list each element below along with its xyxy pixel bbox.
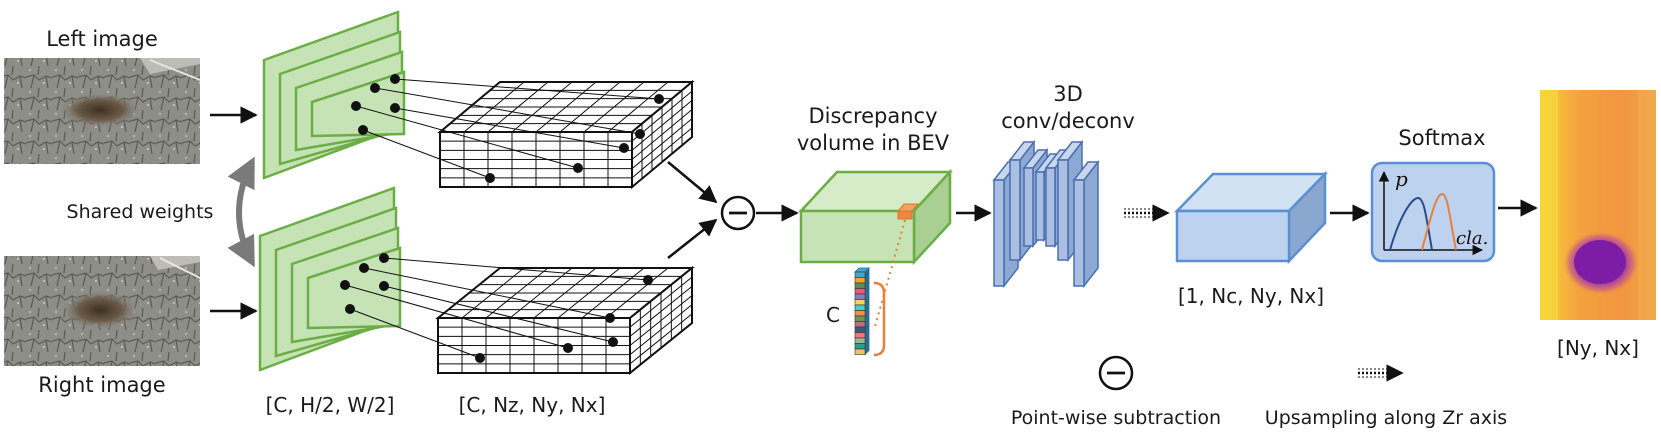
conv-title-line2: conv/deconv <box>1001 109 1135 133</box>
channel-cell <box>854 277 866 284</box>
feature-point <box>345 304 355 314</box>
discrepancy-volume <box>798 168 953 266</box>
channel-vector <box>854 267 870 356</box>
voxel-point <box>573 163 583 173</box>
channel-cell <box>854 321 866 328</box>
softmax-plot <box>1370 161 1496 263</box>
legend-upsample-arrow <box>1358 364 1404 382</box>
output-heatmap <box>1540 90 1656 320</box>
volume-dims-label: [C, Nz, Ny, Nx] <box>459 393 606 417</box>
channel-label: C <box>826 303 840 327</box>
subtraction-symbol <box>720 195 756 231</box>
channel-cell <box>854 332 866 339</box>
channel-cell <box>854 282 866 289</box>
voxel-point <box>608 337 618 347</box>
conv-layer-front <box>1009 159 1021 261</box>
voxel-point <box>643 275 653 285</box>
cost-volume-left <box>437 79 695 190</box>
cost-dims-label: [1, Nc, Ny, Nx] <box>1178 284 1324 308</box>
left-image <box>4 58 201 164</box>
projection-lines-left <box>351 74 664 183</box>
channel-cell <box>854 310 866 317</box>
channel-cell <box>854 299 866 306</box>
projection-line <box>349 308 481 359</box>
voxel-point <box>619 143 629 153</box>
channel-cell <box>854 326 866 333</box>
conv-layer-front <box>1023 167 1034 247</box>
feature-point <box>340 280 350 290</box>
projection-line <box>383 285 614 343</box>
legend-subtraction-label: Point-wise subtraction <box>1011 407 1221 429</box>
cost-volume <box>1174 170 1328 265</box>
shared-weights-label: Shared weights <box>67 201 214 223</box>
projection-line <box>362 129 491 179</box>
projection-line <box>374 87 641 135</box>
feature-point <box>370 83 380 93</box>
feature-point <box>379 281 389 291</box>
conv-layer-side <box>1083 159 1099 289</box>
channel-cell <box>854 348 866 355</box>
conv-deconv-layers <box>992 139 1100 289</box>
discrepancy-title-line2: volume in BEV <box>797 131 950 155</box>
feature-maps-right <box>258 186 402 372</box>
projection-line <box>363 267 611 319</box>
voxel-point <box>563 343 573 353</box>
feature-point <box>390 103 400 113</box>
feature-maps-left <box>262 10 406 180</box>
feature-point <box>359 263 369 273</box>
discrepancy-title-line1: Discrepancy <box>808 104 937 128</box>
feature-point <box>390 74 400 84</box>
voxel-point <box>605 313 615 323</box>
projection-line <box>344 284 569 349</box>
channel-brace <box>873 281 886 357</box>
channel-cell <box>854 337 866 344</box>
voxel-point <box>475 353 485 363</box>
plot-cla-label: cla. <box>1456 228 1488 249</box>
feature-point <box>351 101 361 111</box>
channel-cell <box>854 343 866 350</box>
conv-layer-front <box>1057 159 1069 261</box>
channel-side <box>864 267 870 356</box>
channel-cell <box>854 315 866 322</box>
output-dims-label: [Ny, Nx] <box>1557 336 1639 360</box>
bottom-volume-arrow <box>667 218 718 259</box>
channel-cell <box>854 271 866 278</box>
projection-line <box>383 257 649 281</box>
projection-line <box>394 107 625 149</box>
feature-point <box>358 125 368 135</box>
legend-subtraction-symbol <box>1098 355 1134 391</box>
voxel-point <box>485 173 495 183</box>
feature-point <box>379 253 389 263</box>
voxel-pointer <box>873 219 906 331</box>
conv-layer-front <box>1035 171 1045 241</box>
feature-dims-label: [C, H/2, W/2] <box>266 393 395 417</box>
top-volume-arrow <box>667 161 718 204</box>
projection-line <box>394 78 660 100</box>
right-image <box>4 256 201 366</box>
plot-p-label: p <box>1395 167 1408 191</box>
legend-upsample-label: Upsampling along Zr axis <box>1265 407 1507 429</box>
conv-layer-front <box>993 179 1005 287</box>
conv-layer-front <box>1045 167 1056 247</box>
channel-cell <box>854 304 866 311</box>
shared-weights-arrow <box>227 156 255 268</box>
right-image-label: Right image <box>38 373 165 397</box>
projection-line <box>355 105 579 169</box>
conv-title-line1: 3D <box>1053 82 1083 106</box>
softmax-title: Softmax <box>1398 126 1485 150</box>
channel-cell <box>854 293 866 300</box>
cost-volume-right <box>435 265 695 376</box>
left-image-label: Left image <box>46 27 158 51</box>
voxel-point <box>654 94 664 104</box>
voxel-point <box>635 129 645 139</box>
projection-lines-right <box>340 253 653 363</box>
channel-cell <box>854 288 866 295</box>
conv-layer-front <box>1073 179 1085 287</box>
